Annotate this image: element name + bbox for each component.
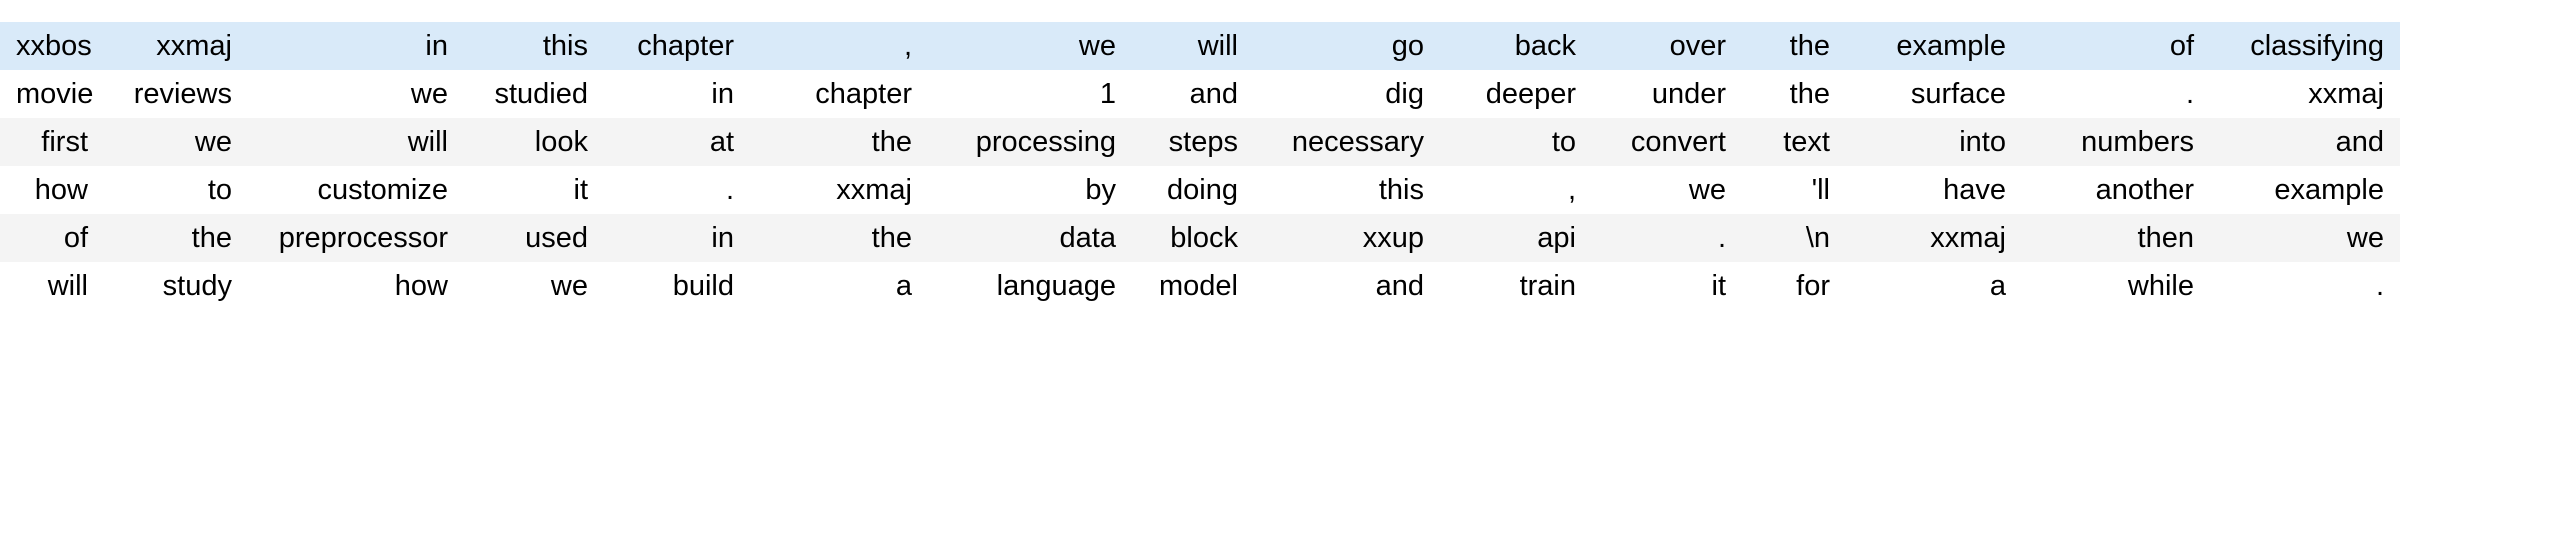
token-cell: of	[2022, 22, 2210, 70]
token-cell: build	[604, 262, 750, 310]
token-cell: we	[104, 118, 248, 166]
token-cell: we	[248, 70, 464, 118]
token-cell: the	[104, 214, 248, 262]
token-cell: used	[464, 214, 604, 262]
token-cell: study	[104, 262, 248, 310]
token-cell: go	[1254, 22, 1440, 70]
token-cell: necessary	[1254, 118, 1440, 166]
token-cell: how	[0, 166, 104, 214]
token-cell: api	[1440, 214, 1592, 262]
token-cell: and	[2210, 118, 2400, 166]
token-cell: customize	[248, 166, 464, 214]
token-cell: 'll	[1742, 166, 1846, 214]
token-cell: .	[2210, 262, 2400, 310]
token-cell: another	[2022, 166, 2210, 214]
token-cell: a	[1846, 262, 2022, 310]
token-cell: surface	[1846, 70, 2022, 118]
token-cell: dig	[1254, 70, 1440, 118]
token-cell: in	[248, 22, 464, 70]
token-cell: the	[1742, 22, 1846, 70]
token-cell: chapter	[750, 70, 928, 118]
token-cell: block	[1132, 214, 1254, 262]
token-cell: ,	[750, 22, 928, 70]
token-cell: will	[0, 262, 104, 310]
token-cell: have	[1846, 166, 2022, 214]
token-cell: processing	[928, 118, 1132, 166]
token-cell: into	[1846, 118, 2022, 166]
token-cell: preprocessor	[248, 214, 464, 262]
token-cell: under	[1592, 70, 1742, 118]
token-cell: model	[1132, 262, 1254, 310]
token-cell: classifying	[2210, 22, 2400, 70]
token-cell: the	[1742, 70, 1846, 118]
token-cell: .	[604, 166, 750, 214]
token-cell: and	[1254, 262, 1440, 310]
token-cell: we	[464, 262, 604, 310]
token-cell: and	[1132, 70, 1254, 118]
token-cell: will	[1132, 22, 1254, 70]
token-cell: studied	[464, 70, 604, 118]
token-cell: it	[1592, 262, 1742, 310]
token-cell: train	[1440, 262, 1592, 310]
token-cell: doing	[1132, 166, 1254, 214]
token-cell: the	[750, 214, 928, 262]
token-cell: by	[928, 166, 1132, 214]
token-cell: first	[0, 118, 104, 166]
token-cell: xxbos	[0, 22, 104, 70]
token-cell: this	[1254, 166, 1440, 214]
token-cell: a	[750, 262, 928, 310]
token-cell: chapter	[604, 22, 750, 70]
token-cell: text	[1742, 118, 1846, 166]
token-cell: example	[2210, 166, 2400, 214]
token-cell: example	[1846, 22, 2022, 70]
token-cell: ,	[1440, 166, 1592, 214]
token-cell: how	[248, 262, 464, 310]
token-cell: we	[2210, 214, 2400, 262]
token-cell: look	[464, 118, 604, 166]
token-cell: data	[928, 214, 1132, 262]
token-cell: in	[604, 70, 750, 118]
token-cell: .	[1592, 214, 1742, 262]
token-cell: back	[1440, 22, 1592, 70]
token-cell: to	[1440, 118, 1592, 166]
token-cell: of	[0, 214, 104, 262]
token-cell: we	[928, 22, 1132, 70]
token-cell: movie	[0, 70, 104, 118]
token-cell: we	[1592, 166, 1742, 214]
token-cell: for	[1742, 262, 1846, 310]
token-cell: the	[750, 118, 928, 166]
token-cell: \n	[1742, 214, 1846, 262]
token-cell: over	[1592, 22, 1742, 70]
token-cell: xxmaj	[2210, 70, 2400, 118]
token-cell: while	[2022, 262, 2210, 310]
token-cell: xxmaj	[1846, 214, 2022, 262]
token-cell: deeper	[1440, 70, 1592, 118]
token-cell: in	[604, 214, 750, 262]
token-cell: it	[464, 166, 604, 214]
token-cell: xxmaj	[104, 22, 248, 70]
token-cell: .	[2022, 70, 2210, 118]
token-cell: language	[928, 262, 1132, 310]
token-cell: 1	[928, 70, 1132, 118]
token-cell: this	[464, 22, 604, 70]
token-cell: then	[2022, 214, 2210, 262]
token-cell: xxmaj	[750, 166, 928, 214]
token-cell: numbers	[2022, 118, 2210, 166]
token-cell: convert	[1592, 118, 1742, 166]
token-cell: to	[104, 166, 248, 214]
token-cell: reviews	[104, 70, 248, 118]
token-cell: at	[604, 118, 750, 166]
token-cell: xxup	[1254, 214, 1440, 262]
token-cell: steps	[1132, 118, 1254, 166]
token-cell: will	[248, 118, 464, 166]
